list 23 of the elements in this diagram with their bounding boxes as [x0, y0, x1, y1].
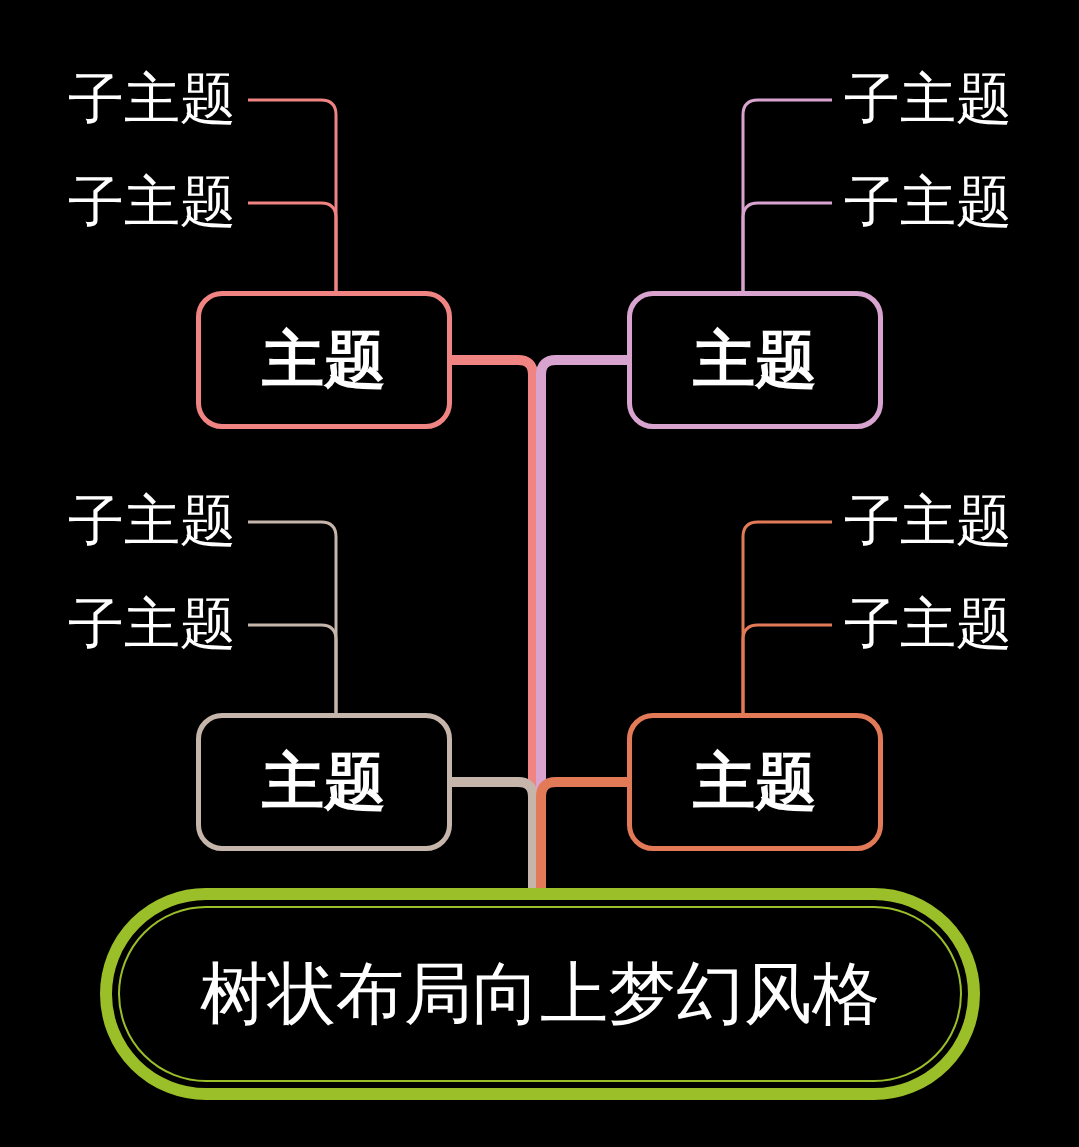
subtopic-text: 子主题 — [68, 590, 236, 658]
subtopic-text: 子主题 — [844, 590, 1012, 658]
connector-line — [741, 623, 832, 713]
subtopic-text: 子主题 — [68, 168, 236, 236]
connector-line — [741, 201, 832, 291]
topic-box — [627, 291, 883, 429]
topic-text: 主题 — [262, 322, 386, 398]
topic-text: 主题 — [262, 744, 386, 820]
subtopic-text: 子主题 — [68, 487, 236, 555]
connector-line — [452, 777, 538, 888]
topic-box — [196, 291, 452, 429]
subtopic-text: 子主题 — [844, 65, 1012, 133]
topic-box — [627, 713, 883, 851]
subtopic-text: 子主题 — [844, 487, 1012, 555]
topic-box — [196, 713, 452, 851]
connector-line — [248, 623, 338, 713]
connector-line — [248, 201, 338, 291]
topic-text: 主题 — [693, 322, 817, 398]
connector-line — [536, 777, 627, 888]
subtopic-text: 子主题 — [68, 65, 236, 133]
subtopic-text: 子主题 — [844, 168, 1012, 236]
topic-text: 主题 — [693, 744, 817, 820]
title-text: 树状布局向上梦幻风格 — [200, 952, 880, 1035]
